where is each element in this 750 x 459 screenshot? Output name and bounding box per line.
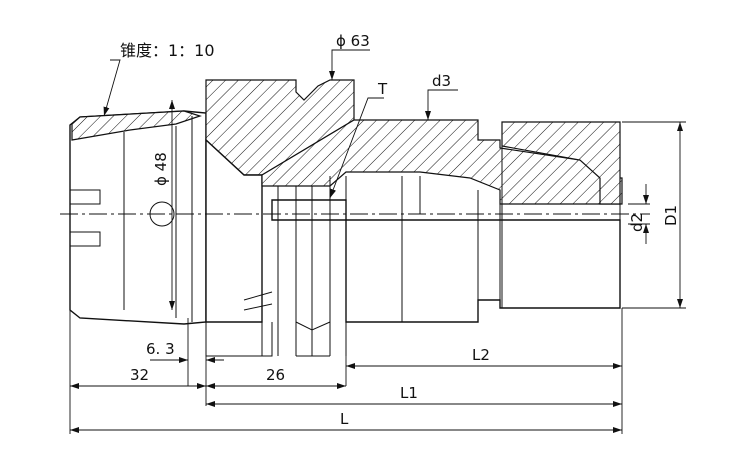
phi63-label: ϕ 63 [336,32,370,50]
l1-label: L1 [400,384,418,402]
taper-label: 锥度：1：10 [120,41,215,60]
dim-6-3-label: 6. 3 [146,340,175,358]
d2-label: d2 [628,213,646,232]
flange [205,79,355,357]
dim-32-label: 32 [130,366,149,384]
taper-shank [69,110,207,325]
annotations [69,49,686,434]
t-label: T [377,80,388,98]
phi48-label: ϕ 48 [152,152,170,186]
dim-26-label: 26 [266,366,285,384]
d1-label: D1 [662,205,680,226]
l-label: L [340,410,349,428]
main-body [243,119,623,357]
d3-label: d3 [432,72,451,90]
l2-label: L2 [472,346,490,364]
